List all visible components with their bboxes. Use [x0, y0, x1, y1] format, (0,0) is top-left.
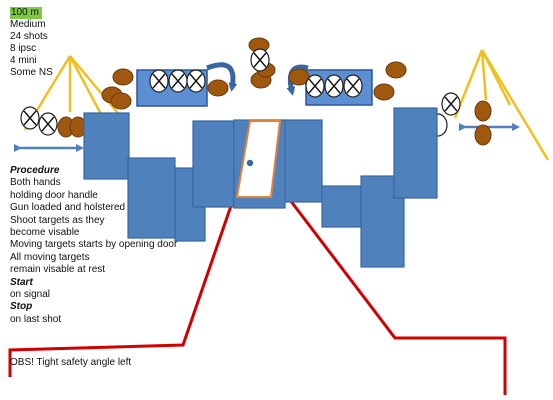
- procedure-heading: Procedure: [10, 165, 60, 176]
- start-text: on signal: [10, 289, 51, 301]
- safety-line-left: [8, 199, 235, 377]
- stop-text: on last shot: [10, 313, 62, 325]
- procedure-line: Shoot targets as they: [10, 214, 105, 226]
- safety-line-right: [288, 199, 507, 395]
- start-heading: Start: [10, 276, 33, 288]
- right-swinger-stand: [453, 49, 550, 161]
- mini-text: 4 mini: [10, 55, 37, 66]
- ipsc-text: 8 ipsc: [10, 43, 37, 54]
- distance-badge: 100 m: [10, 7, 42, 19]
- procedure-line: All moving targets: [10, 251, 90, 263]
- stage-info: 100 m Medium 24 shots 8 ipsc 4 mini Some…: [10, 7, 53, 79]
- procedure-line: Gun loaded and holstered: [10, 202, 126, 214]
- no-shoot-targets: [57, 37, 492, 146]
- target-x-marks: [23, 52, 458, 132]
- stop-heading: Stop: [10, 301, 33, 313]
- safety-note: OBS! Tight safety angle left: [10, 357, 132, 368]
- procedure-line: Both hands: [10, 177, 61, 189]
- procedure-line: become visable: [10, 227, 80, 239]
- difficulty-text: Medium: [10, 19, 46, 30]
- procedure-line: holding door handle: [10, 189, 98, 201]
- door-handle[interactable]: [246, 159, 254, 167]
- door[interactable]: [235, 120, 282, 198]
- procedure-line: remain visable at rest: [10, 264, 106, 276]
- shots-text: 24 shots: [10, 31, 48, 42]
- left-curved-arrow: [206, 62, 238, 92]
- procedure-block: Procedure Both hands holding door handle…: [10, 165, 177, 326]
- procedure-line: Moving targets starts by opening door: [10, 239, 178, 251]
- ns-text: Some NS: [10, 67, 53, 78]
